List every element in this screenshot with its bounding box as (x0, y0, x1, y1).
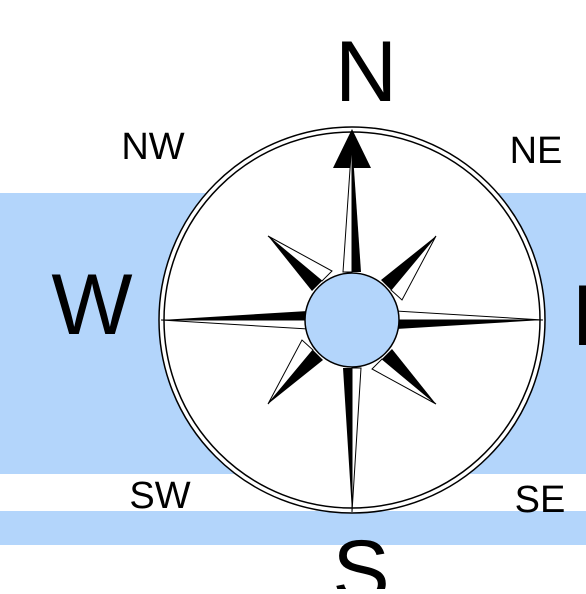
point-nw-dark (268, 236, 322, 291)
point-se-light (371, 358, 437, 405)
point-ne-dark (381, 236, 436, 290)
point-nw-light (267, 235, 333, 282)
point-s-dark (343, 368, 352, 512)
label-northeast: NE (510, 130, 563, 172)
label-northwest: NW (121, 126, 184, 168)
lower-blue-band (0, 511, 586, 545)
point-se-dark (382, 349, 436, 404)
point-sw-dark (268, 350, 323, 404)
label-east: E (572, 268, 586, 364)
compass-hub (304, 272, 400, 368)
point-n-dark (352, 140, 361, 272)
intercardinal-points (267, 235, 437, 405)
point-e-dark (396, 320, 543, 329)
point-ne-light (390, 235, 437, 301)
label-north: N (335, 24, 397, 120)
cardinal-points (160, 139, 544, 513)
label-south: S (332, 523, 389, 589)
point-w-dark (161, 311, 308, 320)
point-sw-light (267, 339, 314, 405)
label-west: W (51, 257, 132, 353)
label-southwest: SW (129, 475, 190, 517)
label-southeast: SE (515, 479, 566, 521)
